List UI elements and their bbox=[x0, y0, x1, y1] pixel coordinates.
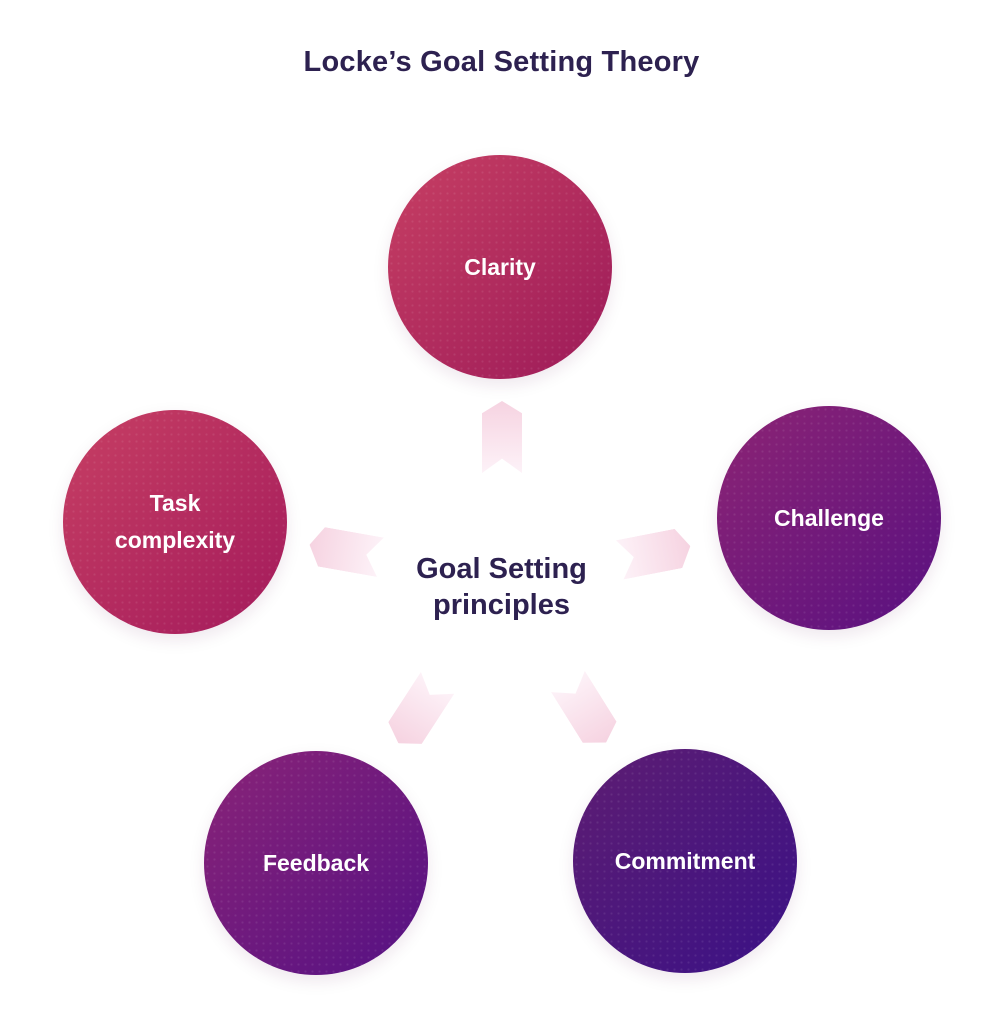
node-clarity-label: Clarity bbox=[464, 253, 536, 280]
node-commitment: Commitment bbox=[573, 749, 797, 973]
node-clarity: Clarity bbox=[388, 155, 612, 379]
node-feedback: Feedback bbox=[204, 751, 428, 975]
node-task-complexity: Task complexity bbox=[63, 410, 287, 634]
connector-arrow-challenge bbox=[616, 526, 694, 579]
connector-arrow-commitment bbox=[551, 671, 623, 753]
center-label-line1: Goal Setting bbox=[416, 553, 587, 585]
node-challenge-label: Challenge bbox=[774, 504, 884, 531]
connector-arrow-clarity bbox=[482, 401, 522, 473]
center-label: Goal Setting principles bbox=[416, 551, 587, 624]
connector-arrow-feedback bbox=[382, 672, 455, 754]
center-label-line2: principles bbox=[432, 589, 570, 622]
node-feedback-label: Feedback bbox=[262, 849, 370, 876]
node-commitment-label: Commitment bbox=[614, 847, 756, 874]
node-challenge: Challenge bbox=[717, 406, 941, 630]
diagram-title: Locke’s Goal Setting Theory bbox=[303, 46, 700, 78]
node-task-complexity-label: Task complexity bbox=[114, 490, 236, 553]
connector-arrow-task-complexity bbox=[306, 525, 384, 577]
